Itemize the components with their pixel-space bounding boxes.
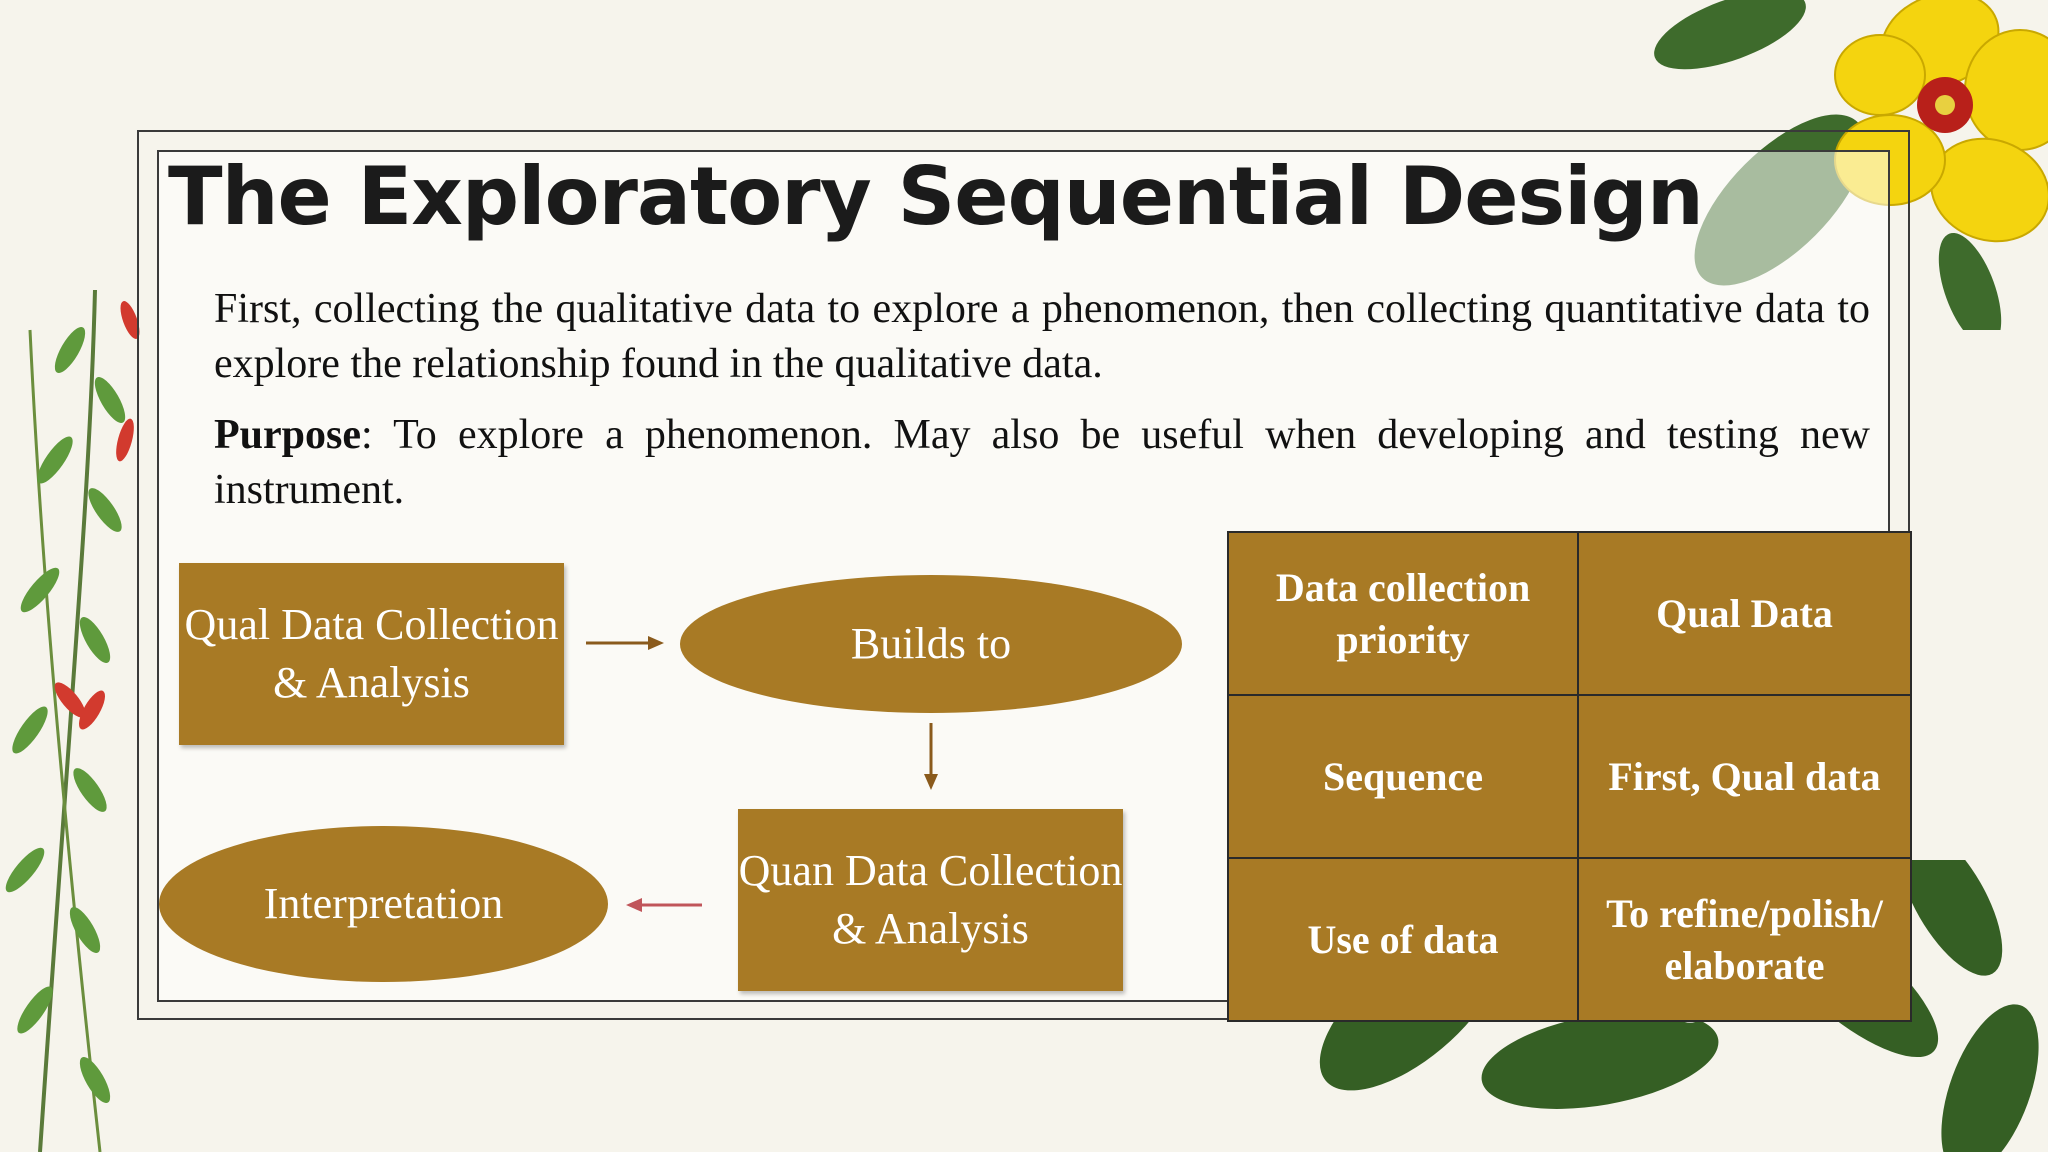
design-summary-table: Data collection priority Qual Data Seque…: [1227, 531, 1912, 1022]
table-row: Use of data To refine/polish/ elaborate: [1227, 857, 1912, 1022]
purpose-text: : To explore a phenomenon. May also be u…: [214, 412, 1870, 513]
table-row: Sequence First, Qual data: [1227, 694, 1912, 859]
purpose-label: Purpose: [214, 412, 361, 458]
table-row: Data collection priority Qual Data: [1227, 531, 1912, 696]
interpretation-node-label: Interpretation: [263, 879, 504, 928]
description-paragraph: First, collecting the qualitative data t…: [214, 286, 1870, 387]
table-cell-value: Qual Data: [1577, 531, 1912, 696]
builds-node-label: Builds to: [850, 619, 1012, 668]
interpretation-node: Interpretation: [159, 826, 608, 982]
botanical-illustration-left: [5, 290, 140, 1152]
table-cell-value: To refine/polish/ elaborate: [1577, 857, 1912, 1022]
purpose-paragraph: Purpose: To explore a phenomenon. May al…: [214, 408, 1870, 518]
table-cell-label: Use of data: [1227, 857, 1579, 1022]
builds-to-node: Builds to: [680, 575, 1182, 713]
quan-data-collection-node: Quan Data Collection & Analysis: [738, 809, 1123, 991]
qual-data-collection-node: Qual Data Collection & Analysis: [179, 563, 564, 745]
quan-node-label: Quan Data Collection & Analysis: [738, 846, 1123, 953]
table-cell-label: Sequence: [1227, 694, 1579, 859]
table-cell-value: First, Qual data: [1577, 694, 1912, 859]
slide-title: The Exploratory Sequential Design: [168, 150, 1704, 243]
table-cell-label: Data collection priority: [1227, 531, 1579, 696]
qual-node-label: Qual Data Collection & Analysis: [184, 600, 559, 707]
